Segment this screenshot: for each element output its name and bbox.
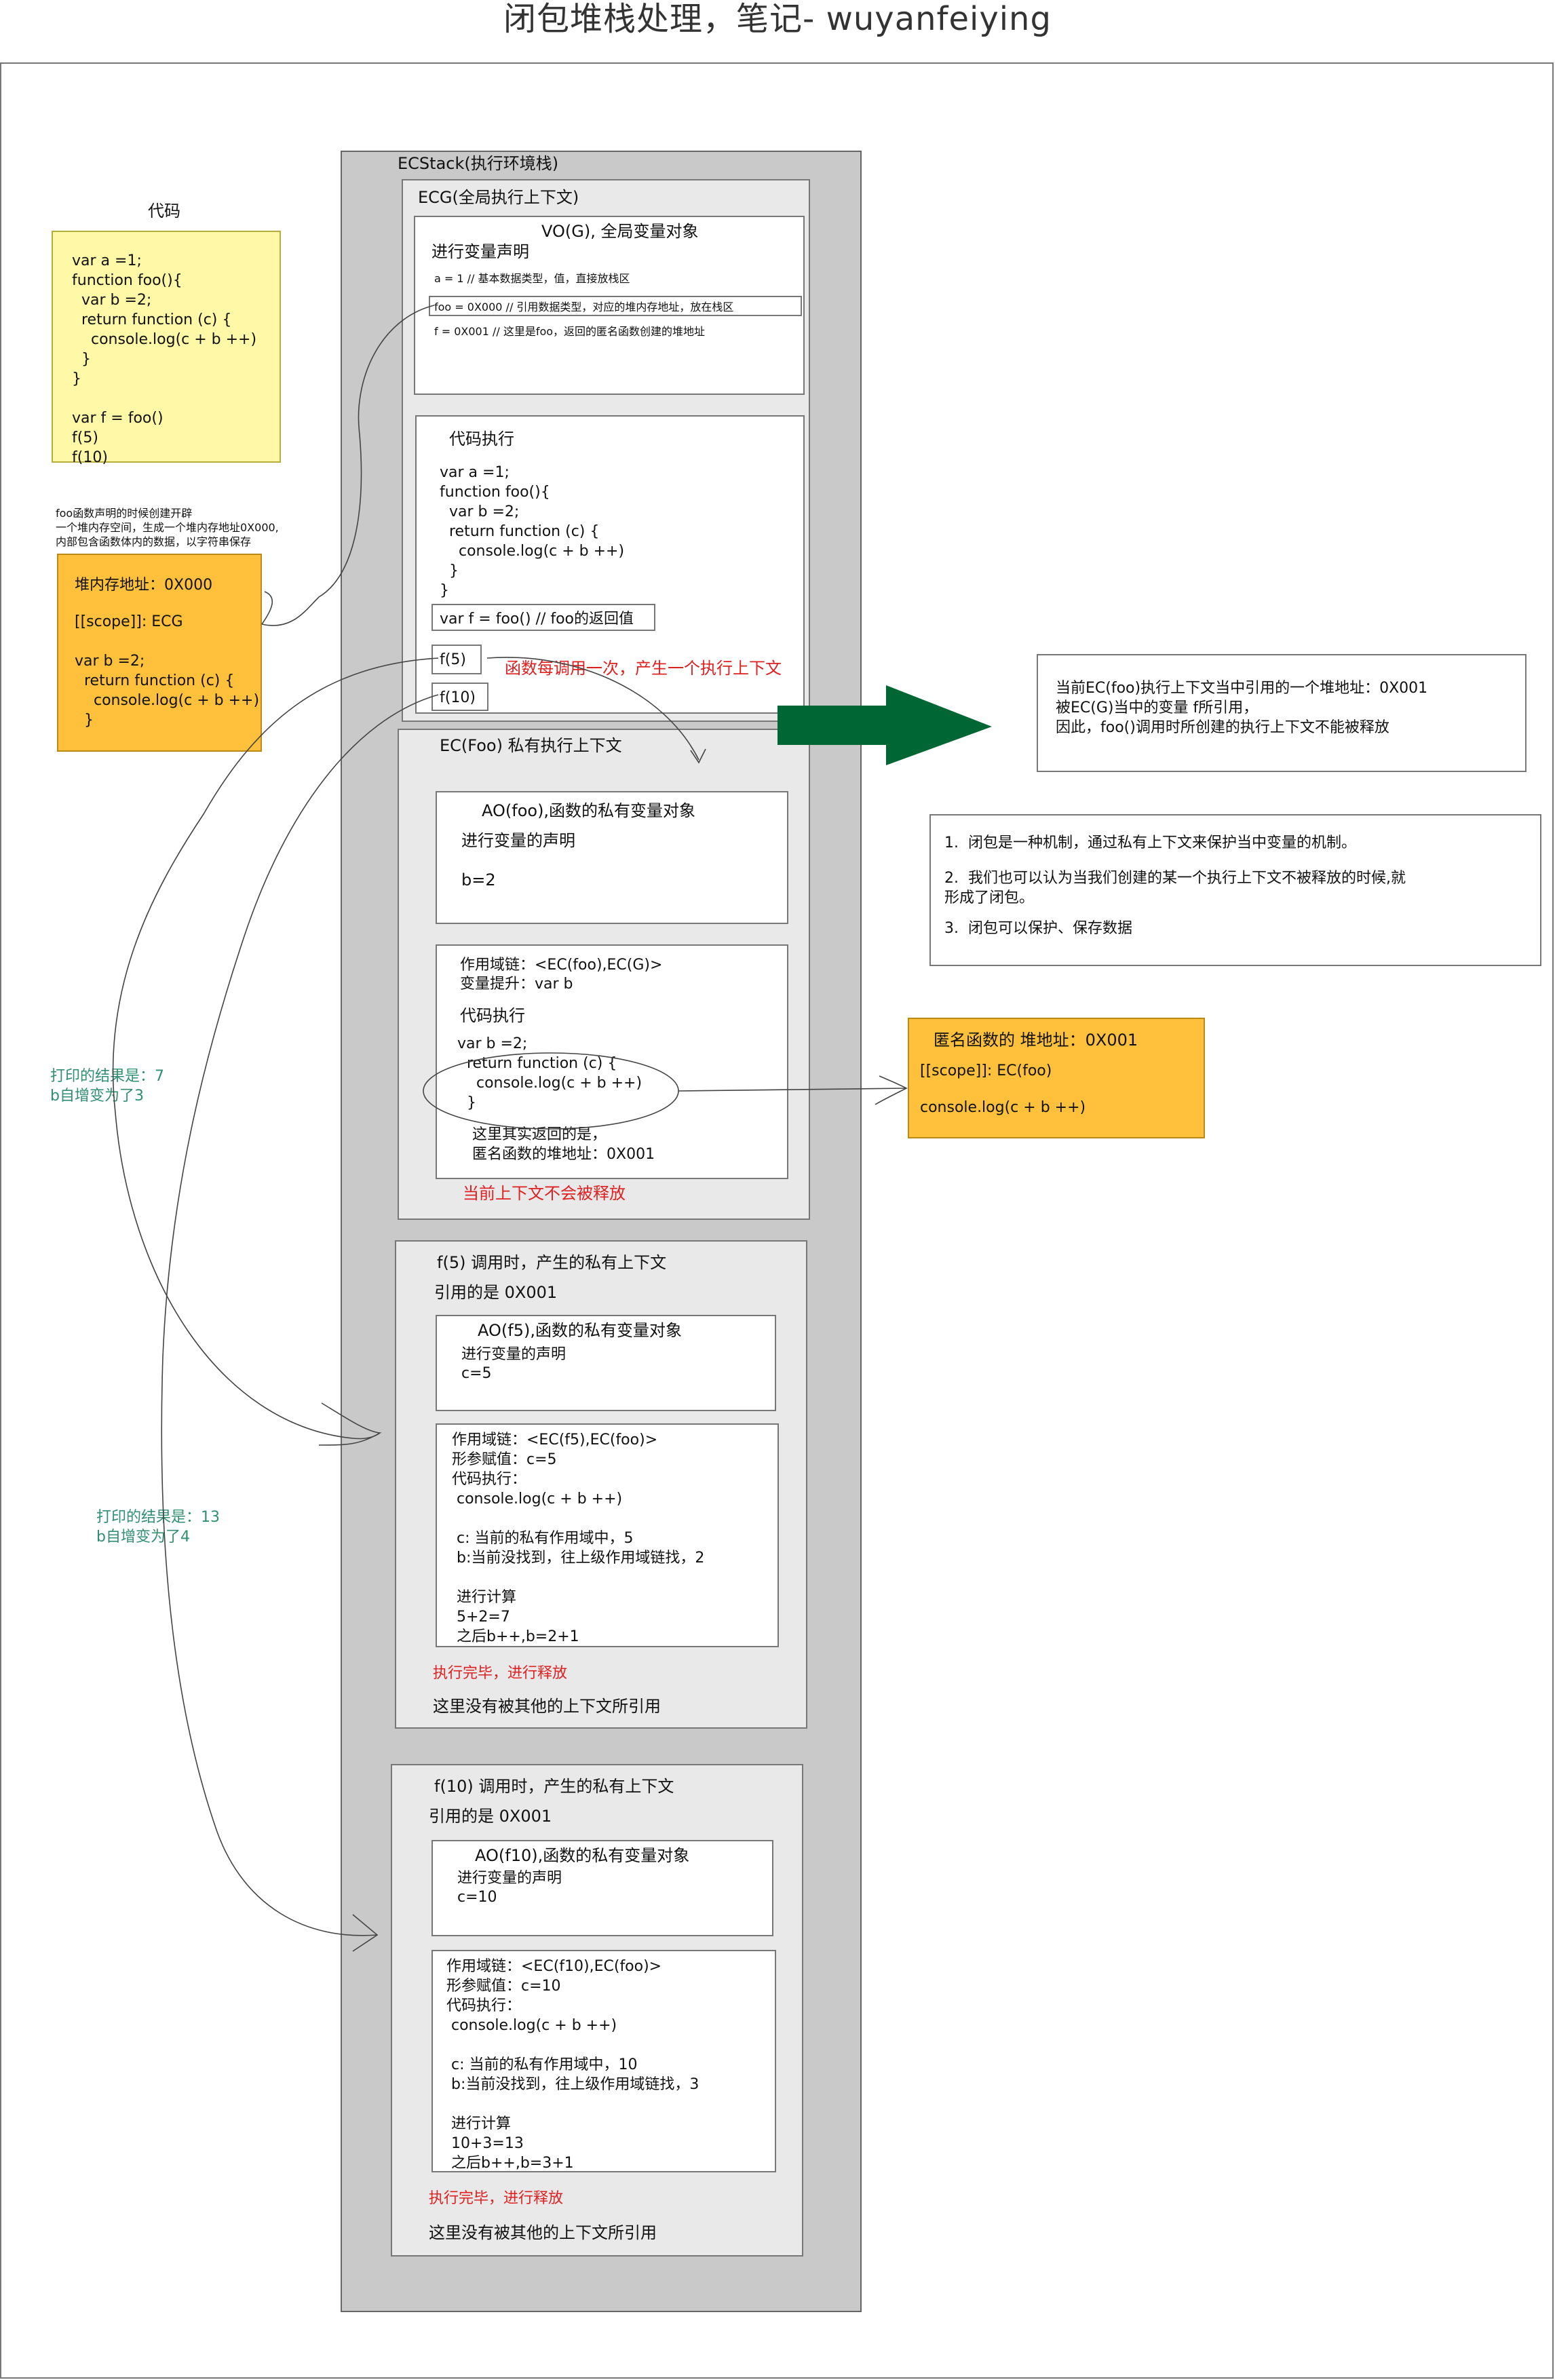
ao-f5-value: c=5 — [461, 1365, 492, 1382]
vo-g-declare: 进行变量声明 — [431, 242, 529, 261]
vo-g-title: VO(G), 全局变量对象 — [541, 222, 699, 241]
ecg-label: ECG(全局执行上下文) — [418, 188, 579, 207]
return-function-ellipse — [423, 1052, 679, 1130]
ec-f10-exec-text: 作用域链：<EC(f10),EC(foo)> 形参赋值：c=10 代码执行： c… — [446, 1958, 699, 2172]
var-f-text: var f = foo() // foo的返回值 — [440, 611, 634, 628]
ao-foo-value: b=2 — [461, 870, 496, 889]
ecstack-label: ECStack(执行环境栈) — [398, 154, 559, 173]
anon-heap-address: 匿名函数的 堆地址：0X001 — [934, 1031, 1138, 1050]
connector-heap-to-vo — [261, 305, 435, 626]
heap-body: var b =2; return function (c) { console.… — [75, 653, 260, 729]
heap-caption: foo函数声明的时候创建开辟 一个堆内存空间，生成一个堆内存地址0X000, 内… — [56, 507, 279, 549]
heap-scope: [[scope]]: ECG — [75, 613, 183, 630]
explanation-box: 当前EC(foo)执行上下文当中引用的一个堆地址：0X001 被EC(G)当中的… — [1037, 654, 1527, 772]
ao-f10-value: c=10 — [457, 1889, 497, 1906]
vo-g-box: VO(G), 全局变量对象 进行变量声明 a = 1 // 基本数据类型，值，直… — [414, 216, 805, 395]
ecg-exec-code: var a =1; function foo(){ var b =2; retu… — [440, 464, 625, 600]
ao-f10-title: AO(f10),函数的私有变量对象 — [475, 1846, 690, 1865]
closure-points-box: 1. 闭包是一种机制，通过私有上下文来保护当中变量的机制。 2. 我们也可以认为… — [929, 814, 1541, 966]
page-title: 闭包堆栈处理，笔记- wuyanfeiying — [503, 0, 1052, 38]
var-f-box — [431, 604, 655, 631]
connector-f5-arrowhead — [318, 1402, 382, 1446]
closure-point-3: 3. 闭包可以保护、保存数据 — [944, 920, 1132, 937]
ec-foo-not-released: 当前上下文不会被释放 — [463, 1184, 626, 1203]
ec-f10-ref: 引用的是 0X001 — [429, 1807, 552, 1826]
ec-f5-label: f(5) 调用时，产生的私有上下文 — [437, 1253, 667, 1272]
page-frame — [0, 62, 1554, 2379]
ec-foo-hoisting: 变量提升：var b — [460, 976, 573, 993]
connector-f10-to-context — [161, 694, 439, 1936]
connector-f5-to-context — [112, 657, 439, 1440]
call-f10-text: f(10) — [440, 689, 476, 706]
ecg-exec-title: 代码执行 — [449, 429, 514, 448]
vo-g-line-foo: foo = 0X000 // 引用数据类型，对应的堆内存地址，放在栈区 — [434, 301, 734, 313]
ec-f10-label: f(10) 调用时，产生的私有上下文 — [434, 1777, 674, 1796]
heap-box-0x000: 堆内存地址：0X000 [[scope]]: ECG var b =2; ret… — [57, 554, 262, 752]
code-label: 代码 — [148, 201, 180, 220]
call-note: 函数每调用一次，产生一个执行上下文 — [505, 659, 782, 678]
ec-f5-no-ref: 这里没有被其他的上下文所引用 — [433, 1697, 661, 1716]
connector-f10-arrowhead — [352, 1914, 379, 1952]
anon-heap-scope: [[scope]]: EC(foo) — [920, 1062, 1052, 1079]
vo-g-line-a: a = 1 // 基本数据类型，值，直接放栈区 — [434, 272, 630, 285]
ao-f5-declare: 进行变量的声明 — [461, 1346, 567, 1363]
ec-foo-exec-box: 作用域链：<EC(foo),EC(G)> 变量提升：var b 代码执行 var… — [436, 944, 788, 1179]
closure-point-1: 1. 闭包是一种机制，通过私有上下文来保护当中变量的机制。 — [944, 834, 1356, 851]
vo-g-foo-box — [429, 296, 802, 316]
anon-heap-body: console.log(c + b ++) — [920, 1099, 1086, 1116]
connector-call-to-ecfoo — [486, 657, 699, 761]
ao-f10-declare: 进行变量的声明 — [457, 1870, 562, 1887]
code-text: var a =1; function foo(){ var b =2; retu… — [72, 252, 257, 467]
code-box: var a =1; function foo(){ var b =2; retu… — [52, 231, 281, 466]
ec-foo-exec-label: 代码执行 — [460, 1006, 525, 1025]
ao-f10-box: AO(f10),函数的私有变量对象 进行变量的声明 c=10 — [431, 1840, 773, 1936]
connector-heap-hook — [261, 591, 273, 625]
ec-foo-code: var b =2; return function (c) { console.… — [457, 1035, 642, 1112]
closure-point-2: 2. 我们也可以认为当我们创建的某一个执行上下文不被释放的时候,就 形成了闭包。 — [944, 870, 1406, 907]
ec-foo-scope-chain: 作用域链：<EC(foo),EC(G)> — [460, 957, 663, 974]
call-f5-box — [431, 645, 482, 674]
ao-foo-title: AO(foo),函数的私有变量对象 — [482, 801, 696, 820]
call-f5-text: f(5) — [440, 651, 466, 668]
connector-heap-arrowhead — [875, 1075, 908, 1105]
ec-f5-ref: 引用的是 0X001 — [434, 1283, 558, 1302]
ao-f5-title: AO(f5),函数的私有变量对象 — [478, 1321, 682, 1340]
vo-g-line-f: f = 0X001 // 这里是foo，返回的匿名函数创建的堆地址 — [434, 325, 706, 338]
print-result-2: 打印的结果是：13 b自增变为了4 — [96, 1509, 220, 1546]
connector-ellipse-to-heap — [678, 1088, 907, 1092]
ao-foo-declare: 进行变量的声明 — [461, 831, 575, 850]
ec-f10-released: 执行完毕，进行释放 — [429, 2190, 564, 2207]
ec-f10-exec-box: 作用域链：<EC(f10),EC(foo)> 形参赋值：c=10 代码执行： c… — [431, 1950, 776, 2172]
ec-f5-exec-text: 作用域链：<EC(f5),EC(foo)> 形参赋值：c=5 代码执行： con… — [452, 1432, 705, 1646]
print-result-1: 打印的结果是：7 b自增变为了3 — [50, 1068, 164, 1105]
ao-f5-box: AO(f5),函数的私有变量对象 进行变量的声明 c=5 — [436, 1315, 776, 1411]
explanation-text: 当前EC(foo)执行上下文当中引用的一个堆地址：0X001 被EC(G)当中的… — [1056, 680, 1428, 737]
anon-heap-box: 匿名函数的 堆地址：0X001 [[scope]]: EC(foo) conso… — [908, 1018, 1205, 1138]
ec-foo-return-note: 这里其实返回的是， 匿名函数的堆地址：0X001 — [472, 1126, 655, 1164]
ecg-exec-box: 代码执行 var a =1; function foo(){ var b =2;… — [415, 415, 805, 714]
ec-f5-released: 执行完毕，进行释放 — [433, 1665, 568, 1682]
connector-call-arrowhead — [690, 748, 706, 764]
ao-foo-box: AO(foo),函数的私有变量对象 进行变量的声明 b=2 — [436, 791, 788, 924]
heap-address: 堆内存地址：0X000 — [75, 577, 213, 594]
ec-f10-no-ref: 这里没有被其他的上下文所引用 — [429, 2223, 657, 2242]
ec-foo-label: EC(Foo) 私有执行上下文 — [440, 736, 622, 755]
ec-f5-exec-box: 作用域链：<EC(f5),EC(foo)> 形参赋值：c=5 代码执行： con… — [436, 1423, 779, 1647]
green-arrow — [778, 685, 992, 765]
